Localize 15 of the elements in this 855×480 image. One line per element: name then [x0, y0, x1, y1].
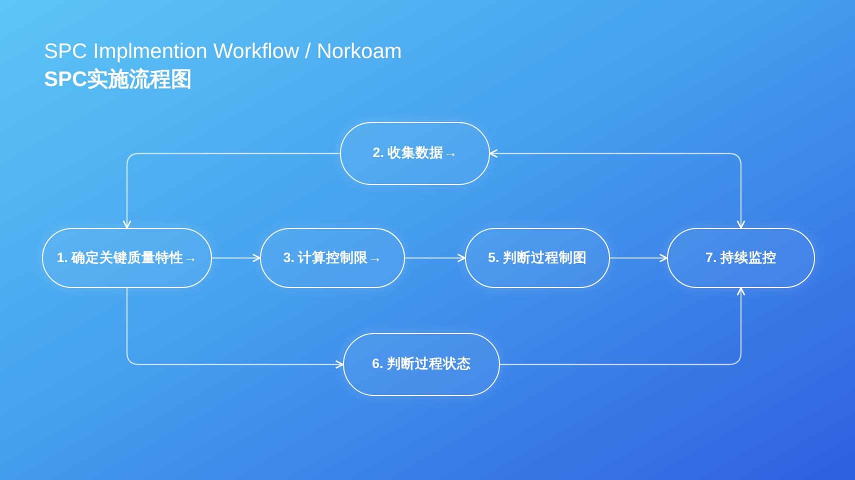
step-label: 5. 判断过程制图 — [488, 248, 587, 267]
step-label: 6. 判断过程状态 — [372, 355, 471, 374]
diagram-subtitle: SPC实施流程图 — [44, 66, 194, 93]
step-label: 3. 计算控制限→ — [283, 248, 382, 267]
arrow — [212, 254, 261, 262]
arrow — [489, 149, 746, 229]
arrow — [405, 254, 466, 262]
arrow — [122, 152, 340, 229]
diagram-title: SPC Implmention Workflow / Norkoam — [44, 39, 402, 65]
step-label: 2. 收集数据→ — [372, 144, 458, 162]
arrow — [610, 254, 668, 262]
arrow — [500, 287, 746, 366]
step-label: 1. 确定关键质量特性→ — [56, 248, 198, 267]
step-label: 7. 持续监控 — [705, 248, 776, 267]
arrow — [126, 288, 344, 369]
